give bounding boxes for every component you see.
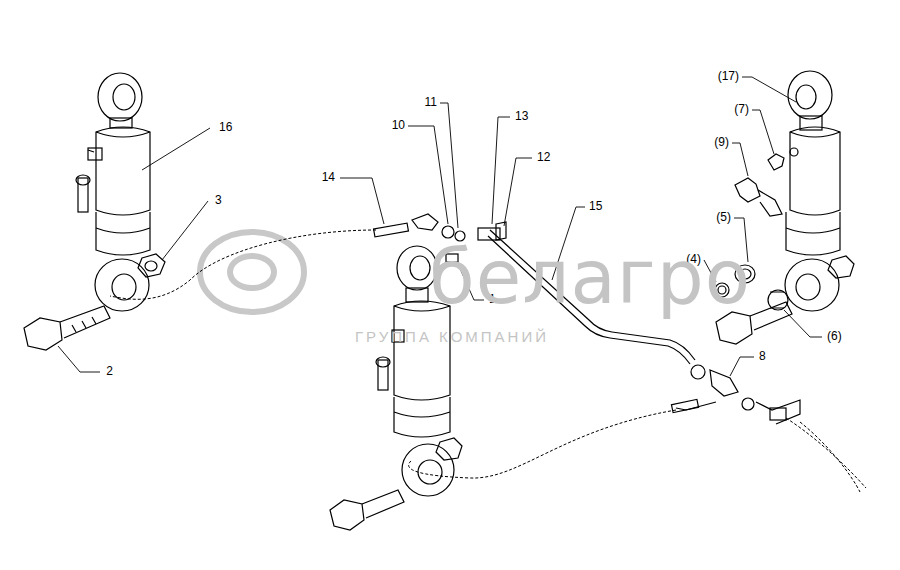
watermark-logo: [200, 232, 304, 312]
leader-line: [58, 77, 822, 376]
callout-number: 13: [514, 110, 529, 123]
callout-number: 15: [588, 200, 603, 213]
callout-number: (5): [715, 211, 732, 224]
hose: [110, 230, 866, 492]
callout-number: 8: [758, 350, 767, 363]
callout-number: 12: [536, 151, 551, 164]
hydraulic-cylinder: [24, 73, 165, 350]
callout-number: (9): [713, 136, 730, 149]
callout-number: (17): [717, 70, 740, 83]
callout-number: (7): [733, 103, 750, 116]
callout-number: 11: [424, 96, 438, 109]
callout-number: 2: [105, 365, 114, 378]
watermark-text: белагро: [429, 237, 751, 318]
callout-number: 3: [214, 194, 223, 207]
pipe: [374, 214, 800, 424]
callout-number: (6): [826, 330, 843, 343]
callout-number: 10: [391, 119, 406, 132]
watermark-text: ГРУППА КОМПАНИЙ: [355, 329, 549, 346]
callout-number: 14: [321, 171, 336, 184]
callout-number: 16: [218, 121, 233, 134]
